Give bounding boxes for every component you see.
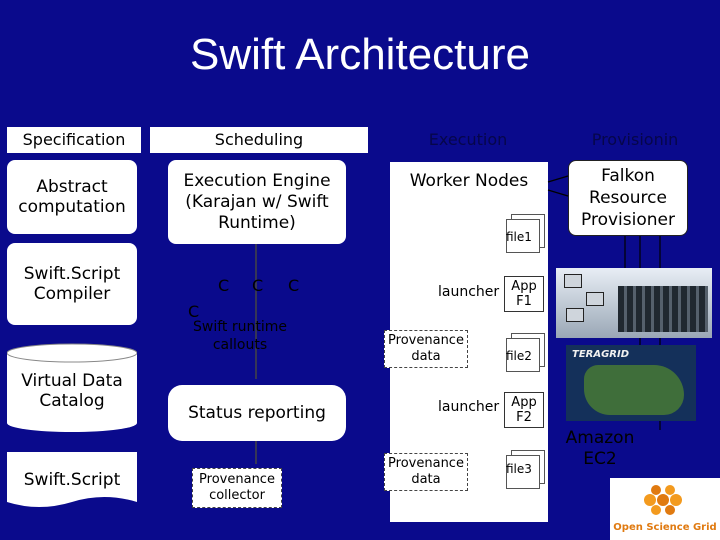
workstation-icon-3 — [566, 308, 584, 322]
execution-engine-box: Execution Engine (Karajan w/ Swift Runti… — [168, 160, 346, 244]
server-rack — [618, 286, 708, 332]
header-specification: Specification — [7, 127, 141, 153]
file3-label: file3 — [506, 462, 532, 476]
falkon-provisioner-box: Falkon Resource Provisioner — [568, 160, 688, 236]
file2-doc-front — [506, 338, 540, 372]
provenance-collector-box: Provenance collector — [192, 468, 282, 508]
execution-engine-label: Execution Engine (Karajan w/ Swift Runti… — [183, 170, 331, 233]
header-scheduling: Scheduling — [150, 127, 368, 153]
runtime-callouts-label: Swift runtime callouts — [193, 319, 287, 353]
app-f1-box: App F1 — [504, 276, 544, 312]
catalog-label: Virtual Data Catalog — [21, 371, 123, 411]
status-reporting-label: Status reporting — [188, 403, 326, 423]
app-f2-label: App F2 — [511, 395, 537, 425]
swift-script-document: Swift.Script — [7, 452, 137, 514]
file1-doc-front — [506, 219, 540, 253]
virtual-data-catalog-cylinder: Virtual Data Catalog — [7, 343, 137, 433]
file1-label: file1 — [506, 230, 532, 244]
callout-c3: C — [288, 276, 300, 295]
cluster-image — [556, 268, 712, 338]
teragrid-logo: TERAGRID — [572, 349, 630, 360]
osg-logo: Open Science Grid — [610, 478, 720, 540]
worker-nodes-label: Worker Nodes — [409, 171, 529, 191]
abstract-computation-label: Abstract computation — [18, 177, 126, 217]
slide-title: Swift Architecture — [190, 30, 530, 79]
compiler-label: Swift.Script Compiler — [23, 264, 121, 304]
us-map-shape — [584, 365, 684, 415]
header-execution: Execution — [428, 130, 508, 149]
cylinder-shape — [7, 343, 137, 432]
file3-doc-front — [506, 455, 540, 489]
callout-c2: C — [252, 276, 264, 295]
callout-c1: C — [218, 276, 230, 295]
launcher2-label: launcher — [438, 399, 500, 415]
teragrid-map: TERAGRID — [566, 345, 696, 421]
header-provisioning: Provisionin — [591, 130, 679, 149]
provenance-data-label1: Provenance data — [388, 333, 464, 364]
launcher1-label: launcher — [438, 284, 500, 300]
document-shape — [7, 452, 137, 507]
osg-text: Open Science Grid — [613, 522, 717, 533]
abstract-computation-box: Abstract computation — [7, 160, 137, 234]
workstation-icon-1 — [564, 274, 582, 288]
swift-script-label: Swift.Script — [23, 470, 121, 490]
provenance-data-box1: Provenance data — [384, 330, 468, 368]
status-reporting-box: Status reporting — [168, 385, 346, 441]
callouts-region: C C C C — [180, 258, 330, 358]
app-f1-label: App F1 — [511, 279, 537, 309]
osg-logo-mark — [644, 485, 682, 515]
compiler-box: Swift.Script Compiler — [7, 243, 137, 325]
amazon-ec2-label: Amazon EC2 — [565, 428, 635, 469]
app-f2-box: App F2 — [504, 392, 544, 428]
provenance-collector-label: Provenance collector — [199, 472, 275, 503]
provenance-data-label2: Provenance data — [388, 456, 464, 487]
workstation-icon-2 — [586, 292, 604, 306]
file2-label: file2 — [506, 349, 532, 363]
falkon-label: Falkon Resource Provisioner — [581, 166, 675, 230]
provenance-data-box2: Provenance data — [384, 453, 468, 491]
callout-c4: C — [188, 302, 200, 321]
